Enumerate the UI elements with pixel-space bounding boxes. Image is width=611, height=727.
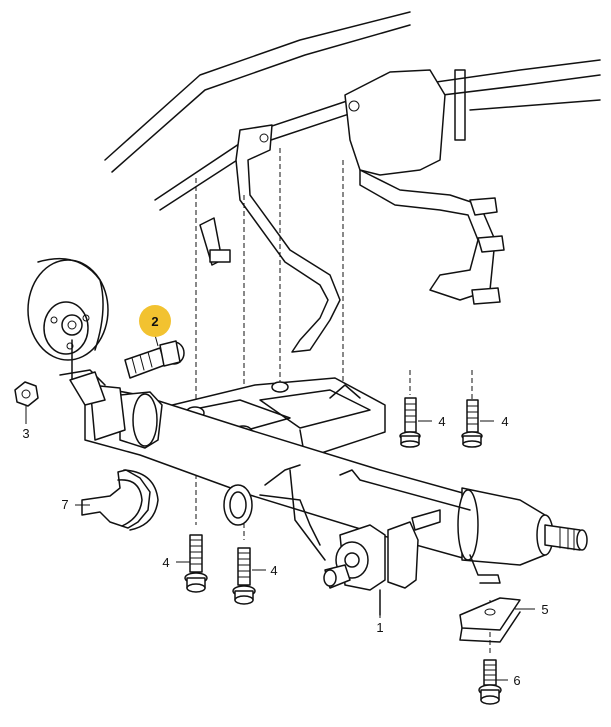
- part-7-clip: [81, 469, 159, 531]
- steering-column: [84, 384, 588, 584]
- leader-lines: [25, 334, 535, 681]
- part-3-nut: [14, 381, 39, 407]
- part-6-bolt: [478, 659, 502, 705]
- clamp-ring: [223, 464, 326, 561]
- part-5-plate: [459, 597, 521, 643]
- callout-2: 2: [139, 305, 171, 337]
- callout-2-label: 2: [151, 314, 158, 329]
- part-2-shear-bolt: [124, 340, 185, 379]
- part-1-lock-unit: [323, 509, 441, 616]
- part-4-bolt-right-2: [461, 399, 483, 448]
- support-bracket: [199, 69, 505, 353]
- callout-4c-label: 4: [438, 414, 445, 429]
- callout-6-label: 6: [513, 673, 520, 688]
- callout-4a-label: 4: [162, 555, 169, 570]
- part-4-bolt-left-2: [232, 547, 256, 605]
- callout-3-label: 3: [22, 426, 29, 441]
- callout-7-label: 7: [61, 497, 68, 512]
- highlight-marker: [139, 305, 171, 337]
- callout-4d-label: 4: [501, 414, 508, 429]
- callout-5-label: 5: [541, 602, 548, 617]
- callout-4b-label: 4: [270, 563, 277, 578]
- callout-1-label: 1: [376, 620, 383, 635]
- part-4-bolt-left-1: [184, 534, 208, 593]
- lock-housing: [27, 257, 109, 406]
- part-4-bolt-right-1: [399, 397, 421, 448]
